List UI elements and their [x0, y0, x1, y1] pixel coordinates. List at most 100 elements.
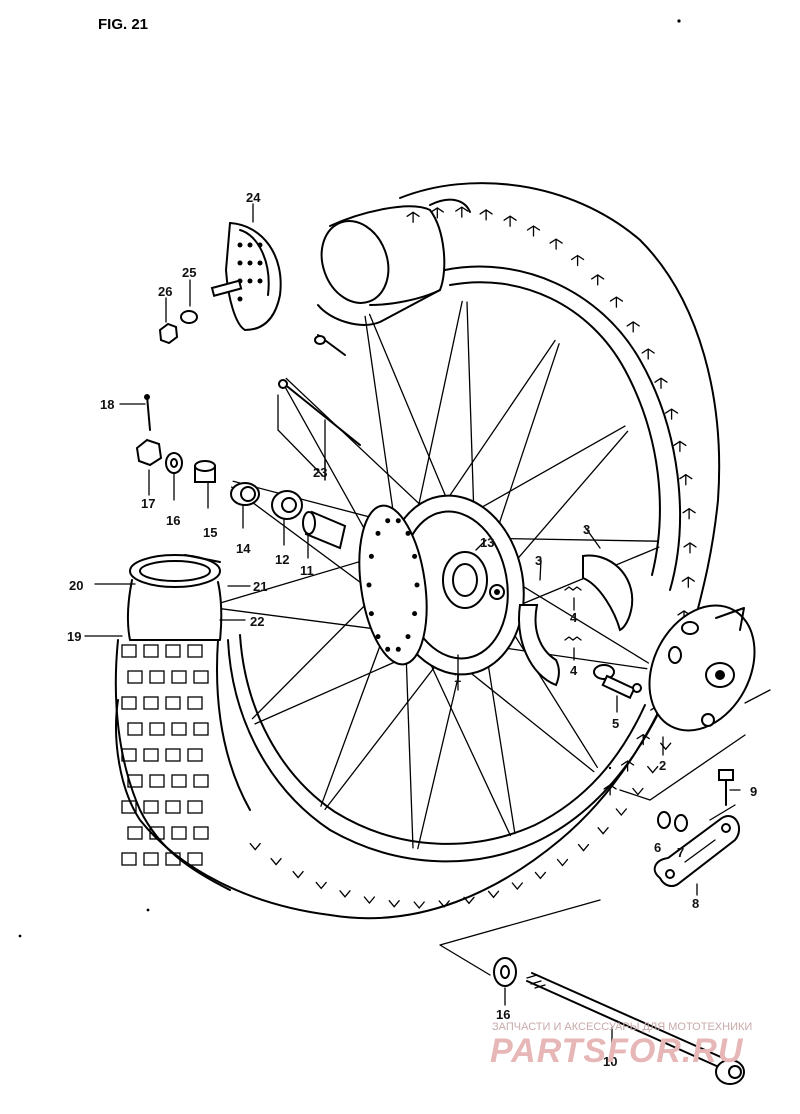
- callout-24: 24: [246, 190, 261, 205]
- spoke: [285, 377, 429, 513]
- oil-seal: [230, 482, 260, 506]
- callout-8: 8: [692, 896, 699, 911]
- spoke: [320, 616, 392, 807]
- spoke: [439, 339, 556, 511]
- spoke: [417, 651, 465, 850]
- tread-mark: [682, 507, 696, 520]
- speck: [677, 19, 681, 23]
- disk-hole: [247, 260, 253, 266]
- tread-mark: [626, 321, 640, 333]
- tread-mark: [430, 207, 444, 219]
- tread-block: [149, 722, 165, 736]
- tread-block: [143, 748, 159, 762]
- tread-mark: [388, 900, 400, 908]
- tread-mark: [597, 827, 609, 835]
- spoke: [482, 537, 659, 542]
- tread-mark: [292, 870, 304, 879]
- brake-panel: [648, 604, 756, 732]
- tread-mark: [609, 296, 624, 308]
- tread-mark: [487, 890, 500, 899]
- spoke-nipples: [277, 334, 361, 481]
- brake-shoes: [518, 554, 634, 687]
- callout-13: 13: [480, 535, 494, 550]
- callout-11: 11: [300, 563, 314, 578]
- tread-mark: [406, 211, 420, 223]
- spoke: [324, 659, 441, 811]
- hub-hole: [395, 518, 401, 524]
- callout-17: 17: [141, 496, 155, 511]
- callout-labels: 24 25 26 18 23 17 16 15 14 12 11 13 3 3 …: [67, 190, 757, 1069]
- hub-hole: [414, 582, 420, 588]
- tread-mark: [660, 742, 672, 751]
- leader-box: [439, 689, 771, 976]
- brake-cam: [593, 664, 642, 700]
- spoke: [368, 313, 453, 513]
- hub-disk-part: [210, 221, 282, 332]
- disk-hole: [247, 278, 253, 284]
- callout-16-bottom: 16: [496, 1007, 510, 1022]
- tread-block: [121, 800, 137, 814]
- tread-mark: [315, 881, 327, 890]
- brake-springs: [564, 586, 582, 641]
- tread-block: [165, 748, 181, 762]
- tire: [115, 182, 721, 920]
- cotter-pin: [144, 394, 151, 431]
- spoke: [466, 301, 475, 528]
- hub-hole: [405, 530, 411, 536]
- tread-mark: [654, 377, 668, 389]
- tread-block: [149, 826, 165, 840]
- washer-16b: [493, 957, 517, 987]
- hub-hole: [375, 634, 381, 640]
- spoke: [427, 657, 512, 837]
- tread-block: [143, 644, 159, 658]
- callout-18: 18: [100, 397, 114, 412]
- tread-block: [143, 800, 159, 814]
- tread-mark: [683, 542, 697, 554]
- figure-title: FIG. 21: [98, 16, 148, 33]
- spoke: [221, 608, 398, 633]
- hub-hole: [375, 530, 381, 536]
- callout-2: 2: [659, 758, 666, 773]
- axle-nut: [135, 438, 163, 467]
- hub-hole: [366, 582, 372, 588]
- tread-block: [149, 774, 165, 788]
- tread-block: [121, 644, 137, 658]
- spoke: [251, 584, 386, 720]
- tread-block: [187, 644, 203, 658]
- spoke: [364, 315, 398, 539]
- tread-mark: [556, 858, 569, 867]
- tread-block: [171, 670, 187, 684]
- leader-lines: [84, 203, 741, 1051]
- tread-mark: [620, 760, 635, 772]
- disk-hole: [237, 260, 243, 266]
- spacer: [194, 460, 216, 483]
- tread-block: [171, 722, 187, 736]
- hub-hole: [385, 646, 391, 652]
- tread-block: [193, 722, 209, 736]
- disk-hole: [257, 242, 263, 248]
- callout-3-lower: 3: [535, 553, 542, 568]
- callout-12: 12: [275, 552, 289, 567]
- hub-hole: [412, 553, 418, 559]
- tread-mark: [463, 896, 475, 905]
- hub-hole: [368, 553, 374, 559]
- tire-section-left: [114, 554, 251, 891]
- tread-block: [165, 644, 181, 658]
- watermark-tagline: ЗАПЧАСТИ И АКСЕССУАРЫ ДЛЯ МОТОТЕХНИКИ: [492, 1021, 752, 1033]
- hub-hole: [395, 646, 401, 652]
- tread-block: [171, 774, 187, 788]
- callout-15: 15: [203, 525, 217, 540]
- bearing: [271, 490, 303, 520]
- tread-mark: [679, 473, 693, 486]
- callout-4-upper: 4: [570, 610, 578, 625]
- spoke: [405, 642, 414, 849]
- tread-mark: [603, 784, 617, 796]
- spring-washer: [657, 811, 671, 829]
- plain-washer: [674, 814, 688, 832]
- tread-block: [127, 722, 143, 736]
- distance-collar: [302, 510, 347, 550]
- tread-mark: [664, 408, 679, 420]
- tread-mark: [615, 808, 627, 817]
- washer-part: [180, 310, 198, 324]
